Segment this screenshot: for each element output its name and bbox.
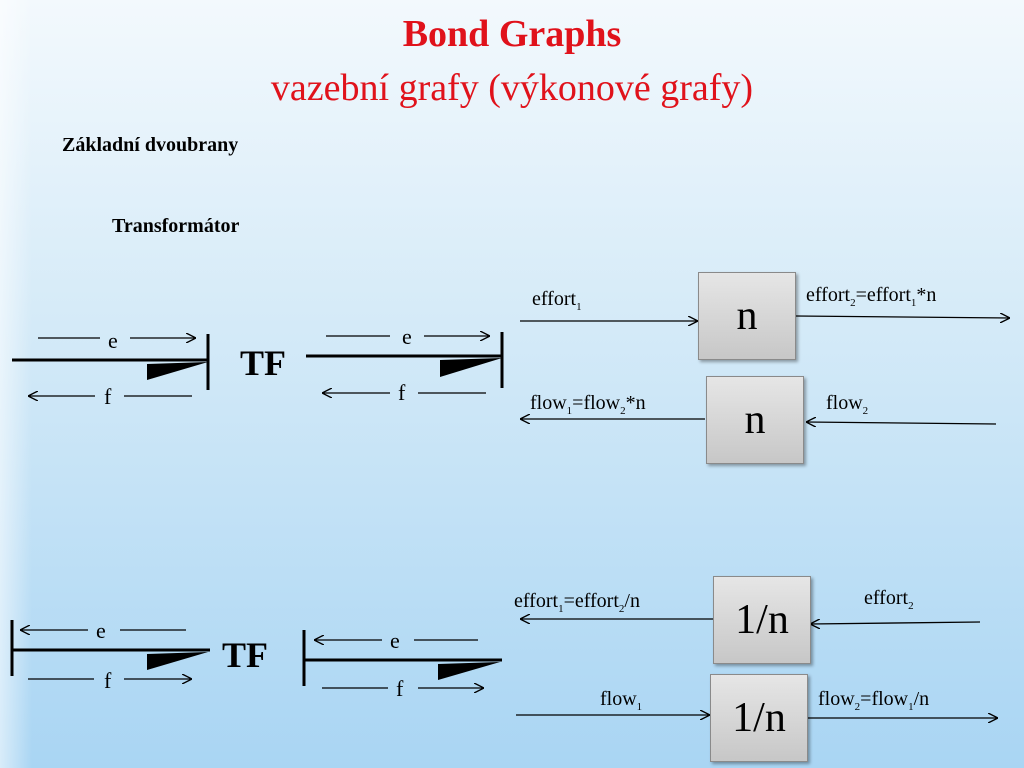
label-sub: 1 <box>636 701 643 713</box>
bond-top-right-flow-label: f <box>398 380 406 405</box>
label-text: flow <box>818 688 855 710</box>
top-effort-in-label: effort1 <box>532 288 582 313</box>
bond-top-left-flow-label: f <box>104 384 112 409</box>
gain-box-inverse-effort: 1/n <box>713 576 811 664</box>
gain-box-n-flow: n <box>706 376 804 464</box>
label-sub: 2 <box>850 297 856 309</box>
bond-bottom-right-flow-label: f <box>396 676 404 701</box>
top-flow-out-label: flow1=flow2*n <box>530 392 646 417</box>
label-text: =effort <box>563 590 619 612</box>
label-sub: 2 <box>620 405 626 417</box>
bottom-flow-out-label: flow2=flow1/n <box>818 688 929 713</box>
label-text: *n <box>916 284 937 306</box>
label-text: =effort <box>855 284 911 306</box>
bond-top-right-effort-label: e <box>402 324 412 349</box>
bottom-block-signals <box>516 619 998 718</box>
label-text: *n <box>625 392 646 414</box>
label-sub: 1 <box>558 603 564 615</box>
tf-element-bottom: TF <box>222 635 269 675</box>
gain-box-inverse-flow: 1/n <box>710 674 808 762</box>
bond-bottom-right-effort-label: e <box>390 628 400 653</box>
label-sub: 2 <box>908 600 914 612</box>
top-effort-out-label: effort2=effort1*n <box>806 284 936 309</box>
left-highlight-band <box>0 0 32 768</box>
top-block-signals <box>520 316 1010 424</box>
bond-bottom-right <box>302 630 502 688</box>
label-text: effort <box>806 284 851 306</box>
section-heading: Základní dvoubrany <box>62 134 239 156</box>
bottom-effort-out-label: effort1=effort2/n <box>514 590 640 615</box>
top-flow-in-label: flow2 <box>826 392 868 417</box>
label-text: /n <box>913 688 930 710</box>
label-sub: 1 <box>566 405 573 417</box>
slide-subtitle: vazební grafy (výkonové grafy) <box>270 67 754 109</box>
bond-bottom-left-effort-label: e <box>96 618 106 643</box>
label-text: effort <box>864 587 909 609</box>
bond-top-right <box>306 332 504 393</box>
bottom-flow-in-label: flow1 <box>600 688 642 713</box>
label-text: =flow <box>572 392 621 414</box>
label-sub: 2 <box>618 603 625 615</box>
bond-bottom-left <box>10 620 210 679</box>
label-sub: 1 <box>576 301 582 313</box>
label-text: flow <box>530 392 567 414</box>
label-sub: 2 <box>854 701 861 713</box>
label-text: flow <box>600 688 637 710</box>
bottom-effort-in-label: effort2 <box>864 587 914 612</box>
label-sub: 1 <box>908 701 914 713</box>
label-sub: 2 <box>862 405 869 417</box>
bond-bottom-left-flow-label: f <box>104 668 112 693</box>
label-text: =flow <box>860 688 909 710</box>
label-text: /n <box>624 590 640 612</box>
label-text: effort <box>532 288 577 310</box>
tf-element-top: TF <box>240 343 287 383</box>
label-sub: 1 <box>910 297 917 309</box>
bond-top-left-effort-label: e <box>108 328 118 353</box>
gain-box-n-effort: n <box>698 272 796 360</box>
transformer-heading: Transformátor <box>112 215 240 237</box>
label-text: flow <box>826 392 863 414</box>
slide-title: Bond Graphs <box>402 13 622 55</box>
label-text: effort <box>514 590 559 612</box>
bond-top-left <box>12 334 210 396</box>
